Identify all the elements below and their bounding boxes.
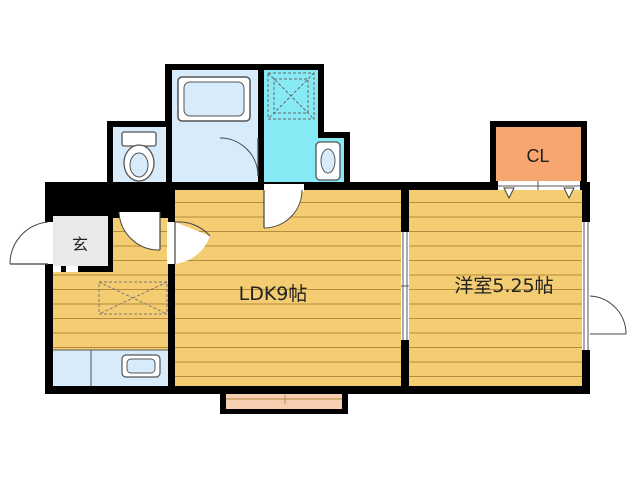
sink-icon [315, 141, 341, 181]
ldk-floor [175, 190, 401, 386]
entrance-area [53, 216, 108, 272]
entrance-label: 玄 [72, 235, 88, 254]
washing-machine-icon [267, 72, 315, 120]
closet [490, 121, 587, 200]
ldk-lower-left-floor [53, 272, 175, 350]
kitchen-counter [53, 349, 175, 386]
entrance-door-icon [9, 221, 53, 265]
western-room-floor [409, 190, 582, 386]
closet-label: CL [526, 146, 549, 166]
toilet-door-icon [118, 211, 161, 251]
window-swing-icon [589, 295, 627, 335]
ldk-label: LDK9帖 [239, 283, 308, 305]
western-window [582, 222, 590, 350]
bathtub-icon [177, 76, 251, 122]
storage-dashed-icon [98, 281, 168, 315]
sliding-door [401, 232, 409, 340]
western-room-label: 洋室5.25帖 [454, 275, 553, 297]
washroom-door-icon [263, 184, 304, 229]
bathroom-door-icon [219, 137, 259, 177]
partition-wall-left [168, 182, 175, 386]
ldk-upper-left-floor [113, 266, 175, 276]
toilet-icon [121, 131, 157, 182]
corridor-door-icon [167, 221, 211, 264]
